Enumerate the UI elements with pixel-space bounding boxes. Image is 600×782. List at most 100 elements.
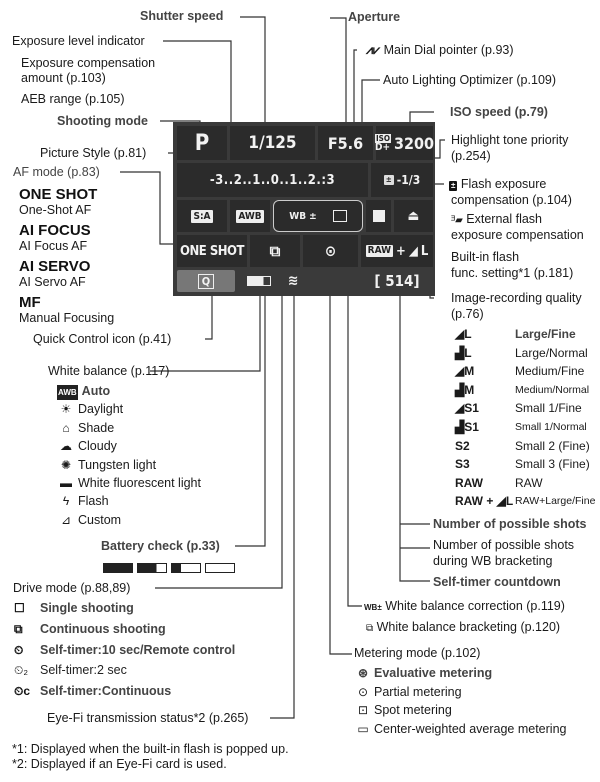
- wb-bracketing-label: ⧉ White balance bracketing (p.120): [366, 620, 560, 636]
- main-dial-label: ⩘⩗ Main Dial pointer (p.93): [366, 43, 514, 58]
- af-mode-code: MF: [19, 294, 41, 311]
- main-dial-pointer-icon: ⩘⩗: [366, 43, 381, 57]
- quality-code: ◢S1: [455, 401, 479, 416]
- picture-style-icon: S:A: [191, 209, 213, 223]
- quality-code: RAW + ◢L: [455, 494, 514, 509]
- image-quality-page: (p.76): [451, 307, 484, 321]
- highlight-tone-page: (p.254): [451, 149, 491, 163]
- drive-mode-label-text: Self-timer:Continuous: [40, 684, 172, 699]
- aeb-range-label: AEB range (p.105): [21, 92, 125, 106]
- quality-plus: +: [396, 243, 406, 259]
- shutter-speed-label: Shutter speed: [140, 9, 224, 23]
- leader-metering: [329, 296, 352, 655]
- af-mode-code: AI SERVO: [19, 258, 91, 275]
- lcd-iso: ISO D+ 3200: [374, 126, 434, 160]
- q-icon: Q: [197, 273, 215, 289]
- drive-mode-label-text: Continuous shooting: [40, 621, 166, 636]
- tungsten-icon: ✺: [60, 457, 72, 472]
- lcd-panel: P 1/125 F5.6 ISO D+ 3200 -3..2..1..0..1.…: [173, 122, 435, 296]
- lcd-alo: [366, 200, 391, 232]
- quick-control-button[interactable]: Q: [177, 270, 235, 292]
- white-balance-label: White balance (p.117): [48, 364, 170, 378]
- center-weighted-icon: ▭: [357, 721, 369, 736]
- quality-label: Small 1/Normal: [515, 421, 587, 433]
- evaluative-metering-icon: ⊛: [357, 666, 369, 680]
- leader-drive: [155, 296, 283, 589]
- quality-size: L: [420, 243, 429, 259]
- self-timer-2-icon: ⏲₂: [14, 663, 29, 678]
- flash-icon: ϟ: [62, 494, 70, 509]
- wb-option-label: White fluorescent light: [78, 476, 201, 490]
- spot-metering-icon: ⊡: [357, 703, 369, 717]
- fluorescent-icon: ▬: [60, 476, 72, 490]
- af-mode-name: AI Focus AF: [19, 239, 88, 253]
- exposure-level-label: Exposure level indicator: [12, 34, 145, 48]
- metering-option-label: Partial metering: [374, 684, 462, 699]
- leader-wb: [150, 296, 261, 372]
- battery-check-label: Battery check (p.33): [101, 539, 220, 553]
- battery-icon: [247, 276, 271, 286]
- leader-iso: [409, 111, 434, 122]
- self-timer-countdown-label: Self-timer countdown: [433, 575, 561, 589]
- drive-mode-option: ⏲c Self-timer:Continuous: [14, 684, 171, 699]
- leader-battery: [235, 296, 266, 547]
- quality-label: Medium/Normal: [515, 383, 590, 396]
- footnote-1: *1: Displayed when the built-in flash is…: [12, 742, 289, 756]
- lcd-picture-style: S:A: [177, 200, 227, 232]
- quick-control-label: Quick Control icon (p.41): [33, 332, 172, 346]
- af-mode-name: AI Servo AF: [19, 275, 86, 289]
- quality-code: S2: [455, 438, 470, 453]
- drive-mode-label: Drive mode (p.88,89): [13, 581, 131, 595]
- metering-option: ⊙Partial metering: [354, 685, 462, 700]
- metering-mode-label: Metering mode (p.102): [354, 646, 481, 660]
- af-mode-name: Manual Focusing: [19, 311, 115, 325]
- wb-correction-text: White balance correction (p.119): [385, 599, 565, 613]
- custom-wb-icon: ⊿: [60, 512, 72, 527]
- metering-option-label: Spot metering: [374, 703, 452, 717]
- wb-bracketing-icon: [332, 210, 347, 222]
- quality-code: ▟M: [455, 382, 475, 397]
- self-timer-c-icon: ⏲c: [14, 684, 31, 699]
- iso-speed-label: ISO speed (p.79): [450, 105, 548, 119]
- af-mode-code: AI FOCUS: [19, 222, 91, 239]
- lcd-metering-mode: ⊙: [303, 235, 358, 267]
- flash-exp-comp-page: compensation (p.104): [451, 193, 572, 207]
- lcd-aperture: F5.6: [318, 126, 373, 160]
- lcd-battery: [243, 270, 275, 292]
- wb-option-label: Cloudy: [78, 439, 117, 454]
- external-flash-icon: ᴲ▰: [451, 215, 463, 226]
- wb-correction-icon: WB ±: [289, 210, 317, 222]
- builtin-flash-icon: ⏏: [407, 208, 420, 224]
- af-mode-label: AF mode (p.83): [13, 165, 100, 179]
- lcd-shooting-mode: P: [177, 126, 227, 160]
- evaluative-metering-icon: ⊙: [324, 242, 337, 260]
- quality-label: RAW+Large/Fine: [515, 495, 596, 508]
- self-timer-10-icon: ⏲: [14, 642, 24, 657]
- wb-option-label: Daylight: [78, 402, 124, 417]
- af-mode-code: ONE SHOT: [19, 186, 98, 203]
- picture-style-label: Picture Style (p.81): [40, 146, 147, 160]
- lcd-flash-comp: ± -1/3: [371, 163, 433, 197]
- metering-option: ⊛ Evaluative metering: [354, 666, 492, 681]
- quality-label: Large/Fine: [515, 327, 576, 341]
- drive-mode-label-text: Self-timer:10 sec/Remote control: [40, 642, 236, 657]
- quality-label: RAW: [515, 475, 543, 490]
- highlight-tone-indicator: D+: [374, 142, 390, 153]
- drive-mode-label-text: Single shooting: [40, 601, 134, 615]
- continuous-shooting-icon: ⧉: [269, 242, 281, 260]
- flash-comp-icon: ±: [449, 181, 458, 191]
- ext-flash-text: External flash: [466, 212, 543, 226]
- lcd-wb-correction-bracketing: WB ±: [273, 200, 363, 232]
- battery-level-icon: [171, 563, 201, 573]
- metering-option-label: Evaluative metering: [374, 666, 493, 680]
- flash-comp-value: -1/3: [396, 173, 421, 187]
- wb-option-label: Flash: [78, 494, 109, 509]
- wb-option-label: Custom: [78, 512, 122, 527]
- wb-correction-icon: WB±: [364, 603, 382, 612]
- quality-code: ◢L: [455, 327, 472, 341]
- lcd-shutter-speed: 1/125: [230, 126, 315, 160]
- lcd-af-mode: ONE SHOT: [177, 235, 247, 267]
- lcd-builtin-flash: ⏏: [394, 200, 433, 232]
